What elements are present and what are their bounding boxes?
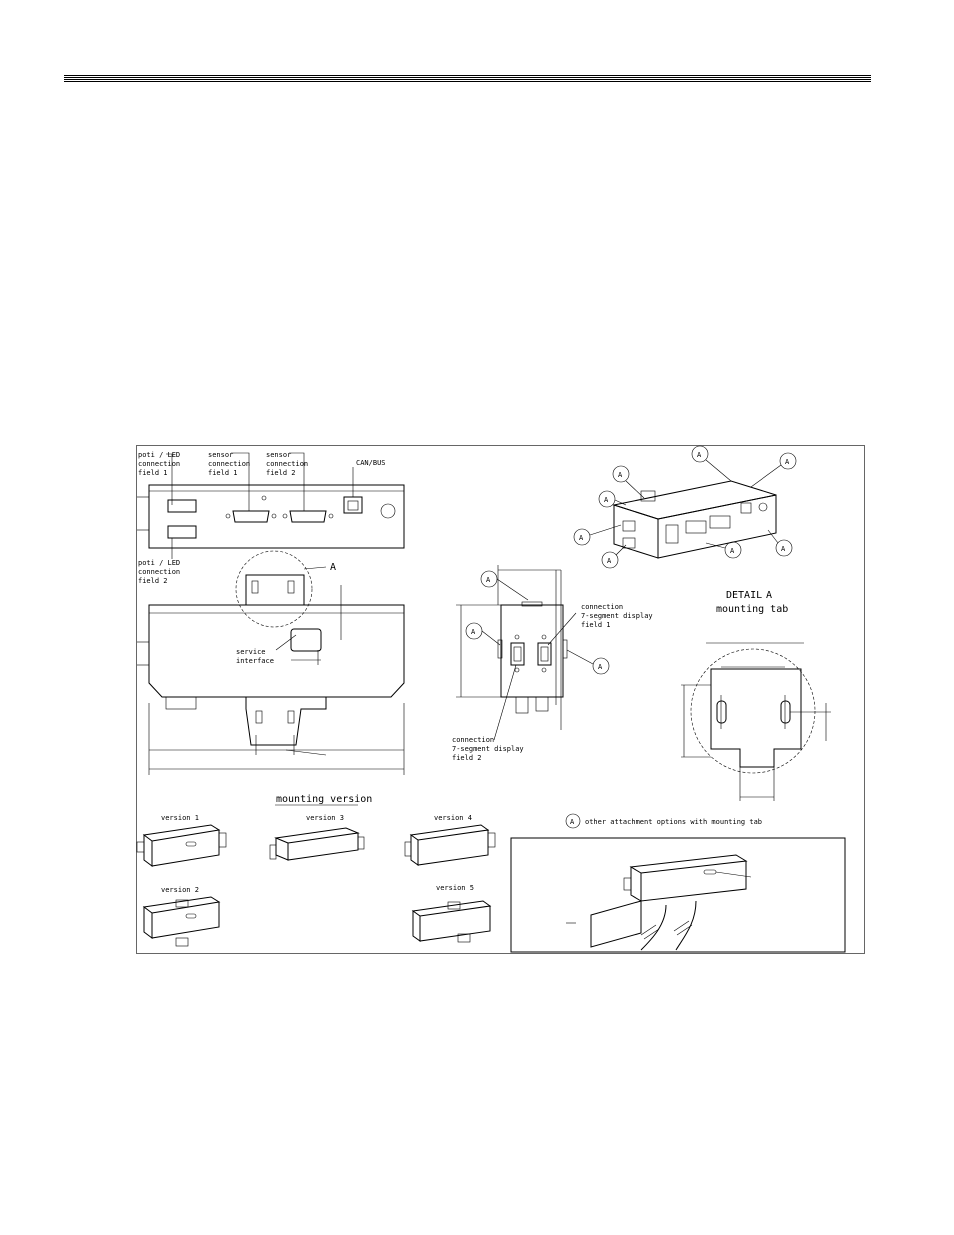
detail-dashed-circle — [690, 648, 816, 774]
iso-marker-a-1: A — [618, 471, 623, 479]
drawing-frame — [136, 445, 865, 954]
side-marker-a-left: A — [471, 628, 476, 636]
display-field2-line3: field 2 — [452, 754, 482, 762]
sensor-label-1-line3: field 1 — [208, 469, 238, 477]
side-marker-a-right: A — [598, 663, 603, 671]
poti-led-label-2-line3: field 2 — [138, 577, 168, 585]
service-interface-label-line2: interface — [236, 657, 274, 665]
iso-view: A A A A A A A A — [573, 445, 797, 569]
drawing-svg: poti / LED connection field 1 sensor con… — [136, 445, 865, 954]
version-1-label: version 1 — [161, 814, 199, 822]
iso-marker-a-8: A — [781, 545, 786, 553]
can-bus-connector — [343, 496, 363, 514]
can-bus-label: CAN/BUS — [356, 459, 386, 467]
sensor-label-2-line2: connection — [266, 460, 308, 468]
detail-circle — [235, 550, 313, 628]
version-4-label: version 4 — [434, 814, 472, 822]
side-marker-a-top: A — [486, 576, 491, 584]
detail-marker-a: A — [330, 562, 336, 573]
sensor-connector-2 — [289, 510, 327, 523]
version-5-label: version 5 — [436, 884, 474, 892]
version-2: version 2 — [142, 886, 221, 947]
version-1: version 1 — [136, 814, 227, 867]
iso-marker-a-7: A — [730, 547, 735, 555]
iso-marker-a-3: A — [785, 458, 790, 466]
mounting-hole — [380, 503, 396, 519]
mounting-versions: mounting version version 1 version 2 ver… — [136, 794, 496, 947]
legend-marker-a: A — [570, 818, 575, 826]
version-5: version 5 — [411, 884, 492, 943]
attachment-box — [510, 837, 846, 953]
version-4: version 4 — [404, 814, 496, 866]
display-field1-line2: 7-segment display — [581, 612, 653, 620]
front-view: poti / LED connection field 1 sensor con… — [137, 451, 405, 585]
display-field1-line1: connection — [581, 603, 623, 611]
sensor-label-2-line3: field 2 — [266, 469, 296, 477]
poti-led-label-2-line1: poti / LED — [138, 559, 180, 567]
display-field2-line1: connection — [452, 736, 494, 744]
display-field2-line2: 7-segment display — [452, 745, 524, 753]
attachment-legend: A other attachment options with mounting… — [510, 813, 846, 953]
sensor-label-1-line2: connection — [208, 460, 250, 468]
poti-led-label-1-line3: field 1 — [138, 469, 168, 477]
poti-led-label-1-line1: poti / LED — [138, 451, 180, 459]
version-2-label: version 2 — [161, 886, 199, 894]
detail-a: DETAIL A mounting tab — [681, 590, 831, 801]
sensor-label-1-line1: sensor — [208, 451, 233, 459]
iso-marker-a-4: A — [604, 496, 609, 504]
poti-connector-2 — [167, 525, 197, 539]
display-field1-line3: field 1 — [581, 621, 611, 629]
iso-marker-a-6: A — [607, 557, 612, 565]
header-rule — [64, 75, 871, 83]
top-view: A service interface — [137, 550, 405, 775]
poti-led-label-1-line2: connection — [138, 460, 180, 468]
service-interface-label-line1: service — [236, 648, 266, 656]
poti-led-label-2-line2: connection — [138, 568, 180, 576]
detail-title: DETAIL — [726, 590, 762, 601]
poti-connector-1 — [167, 499, 197, 513]
version-3-label: version 3 — [306, 814, 344, 822]
sensor-label-2-line1: sensor — [266, 451, 291, 459]
detail-subtitle: mounting tab — [716, 604, 788, 615]
legend-text: other attachment options with mounting t… — [585, 818, 762, 826]
mounting-heading: mounting version — [276, 794, 372, 805]
technical-drawing: poti / LED connection field 1 sensor con… — [136, 445, 865, 954]
detail-letter: A — [766, 590, 772, 601]
sensor-connector-1 — [232, 510, 270, 523]
iso-marker-a-5: A — [579, 534, 584, 542]
side-view: A A A connection 7-segment display field… — [452, 565, 653, 762]
iso-marker-a-2: A — [697, 451, 702, 459]
version-3: version 3 — [269, 814, 365, 861]
